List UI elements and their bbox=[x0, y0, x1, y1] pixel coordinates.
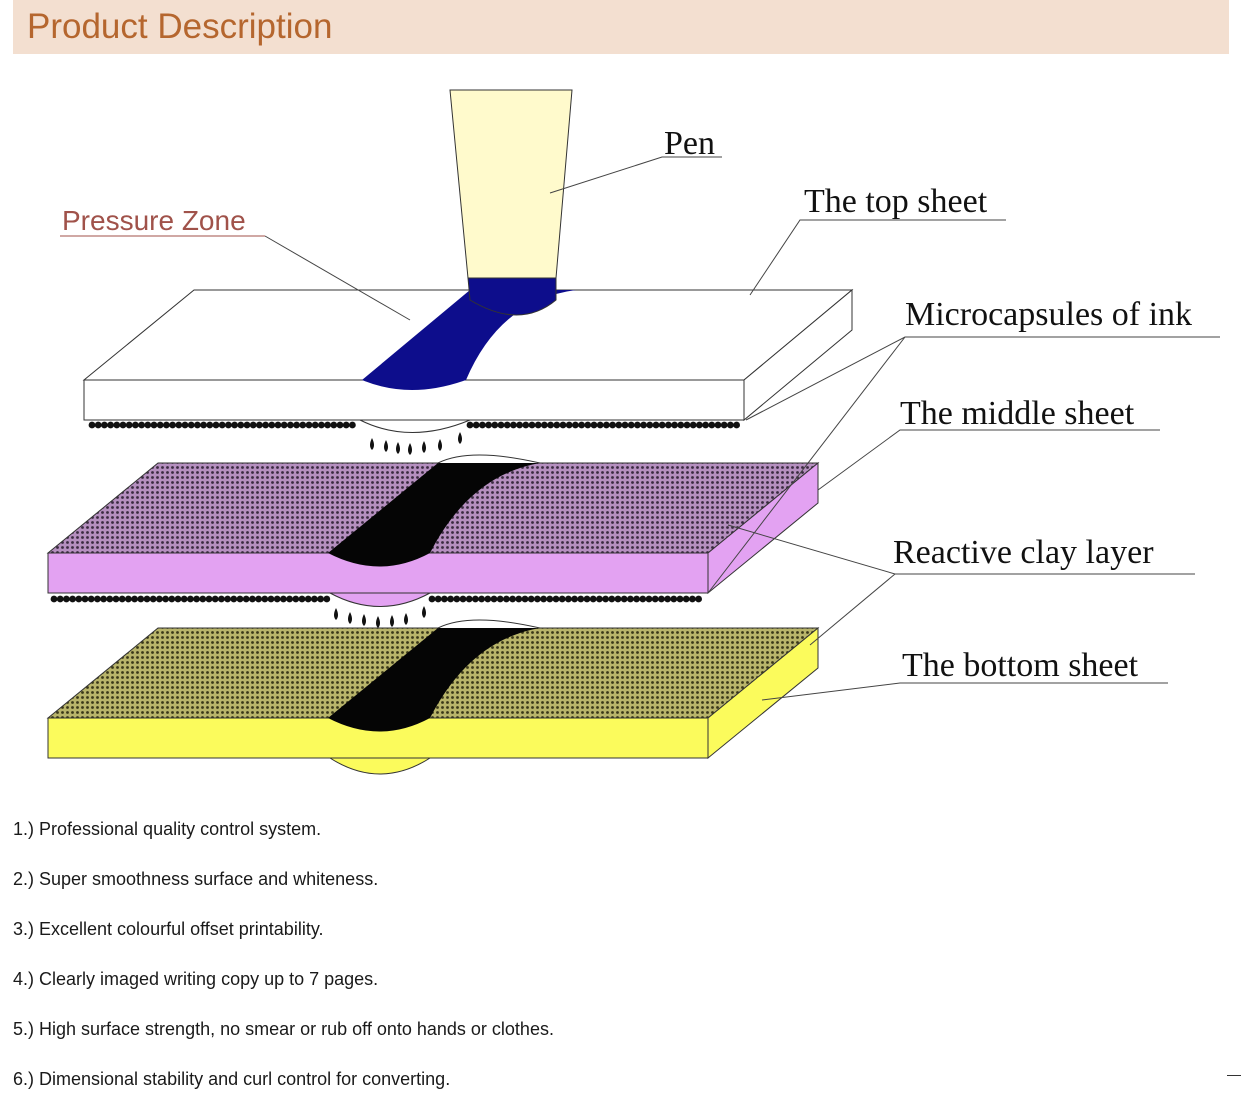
page-title: Product Description bbox=[27, 7, 333, 46]
microcapsules-middle-row bbox=[50, 595, 702, 603]
feature-item: 6.) Dimensional stability and curl contr… bbox=[13, 1069, 451, 1089]
feature-item: 2.) Super smoothness surface and whitene… bbox=[13, 869, 379, 889]
top-sheet-side bbox=[743, 288, 853, 422]
bottom-sheet-side bbox=[707, 626, 819, 760]
feature-item: 1.) Professional quality control system. bbox=[13, 819, 322, 839]
microcapsules-top-row bbox=[88, 421, 740, 429]
feature-item: 3.) Excellent colourful offset printabil… bbox=[13, 919, 324, 939]
corner-dash bbox=[1227, 1075, 1241, 1076]
feature-list: 1.) Professional quality control system.… bbox=[13, 818, 554, 1118]
pen bbox=[449, 89, 573, 316]
ink-mark-middle bbox=[328, 463, 540, 567]
ink-drops bbox=[334, 432, 462, 628]
label-pen: Pen bbox=[664, 125, 715, 162]
label-pressure-zone: Pressure Zone bbox=[62, 205, 246, 236]
label-bottom-sheet: The bottom sheet bbox=[902, 647, 1139, 684]
label-microcapsules: Microcapsules of ink bbox=[905, 296, 1192, 333]
top-sheet bbox=[82, 288, 854, 433]
middle-sheet-side bbox=[707, 461, 819, 595]
ink-mark-bottom bbox=[328, 628, 540, 732]
label-top-sheet: The top sheet bbox=[804, 183, 988, 220]
carbonless-paper-diagram: Pen The top sheet Pressure Zone Microcap… bbox=[46, 89, 1220, 775]
middle-sheet bbox=[46, 454, 820, 607]
label-reactive-clay: Reactive clay layer bbox=[893, 534, 1154, 571]
feature-item: 4.) Clearly imaged writing copy up to 7 … bbox=[13, 969, 379, 989]
label-middle-sheet: The middle sheet bbox=[900, 395, 1135, 432]
header-bar: Product Description bbox=[13, 0, 1229, 54]
leader-lines bbox=[60, 156, 1220, 701]
feature-item: 5.) High surface strength, no smear or r… bbox=[13, 1019, 554, 1039]
pen-pressure-mark bbox=[362, 290, 576, 390]
bottom-sheet bbox=[46, 619, 820, 775]
